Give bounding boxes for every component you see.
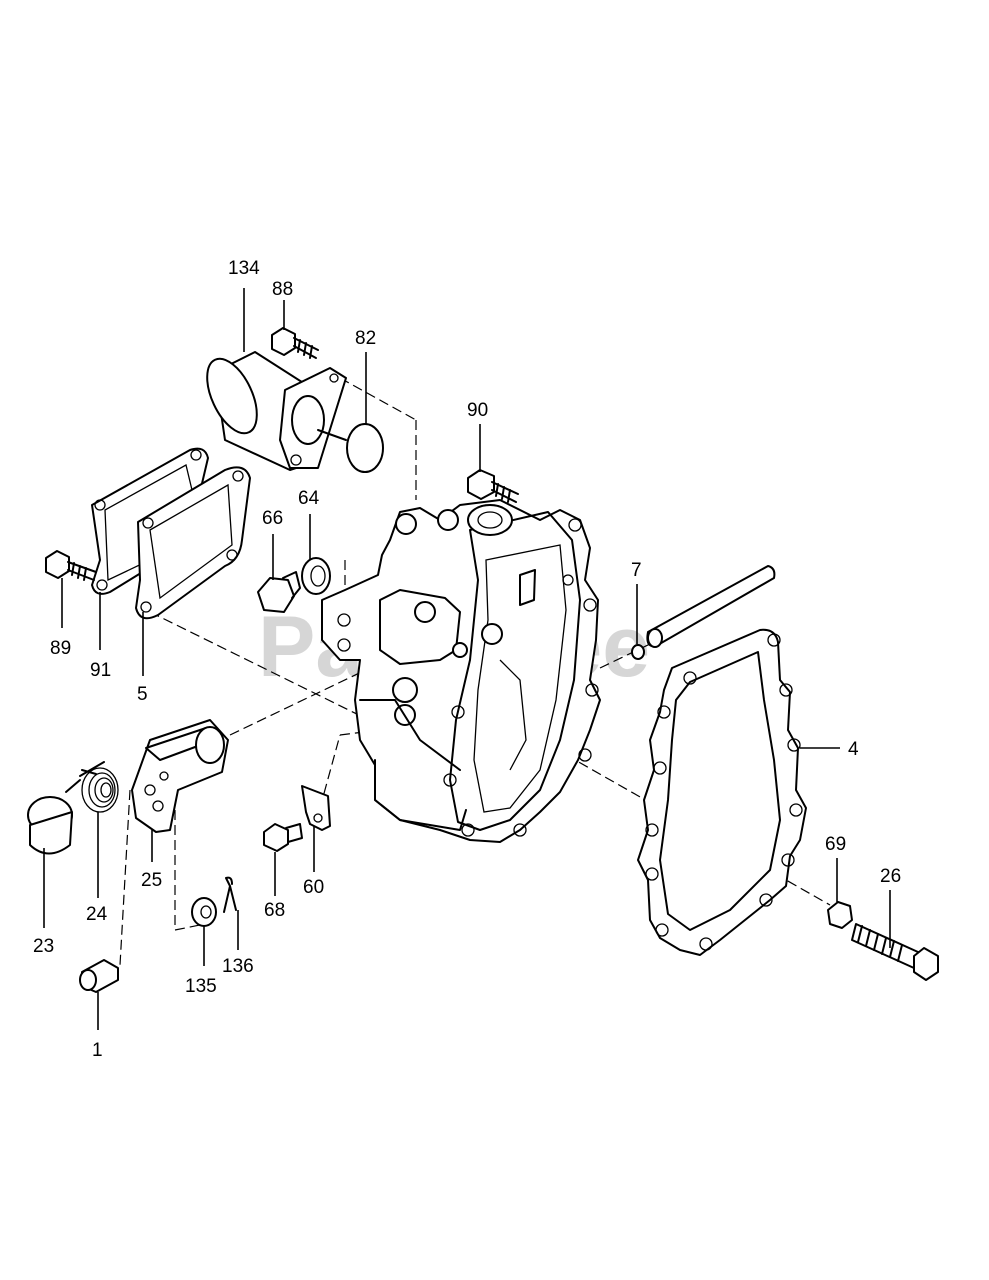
label-64: 64 xyxy=(298,488,320,509)
bolt-89[interactable] xyxy=(45,550,97,581)
label-4: 4 xyxy=(848,739,859,760)
label-136: 136 xyxy=(222,956,254,977)
label-90: 90 xyxy=(467,400,488,421)
label-69: 69 xyxy=(825,834,846,855)
lever-25[interactable] xyxy=(131,719,229,833)
plug-66[interactable] xyxy=(257,571,301,613)
gasket-4[interactable] xyxy=(637,628,807,956)
cap-23[interactable] xyxy=(27,796,73,855)
label-135: 135 xyxy=(185,976,217,997)
label-23: 23 xyxy=(33,936,54,957)
shaft-7[interactable] xyxy=(631,565,776,660)
leader-lines xyxy=(43,288,891,1030)
solenoid-134[interactable] xyxy=(197,351,347,471)
o-ring-82[interactable] xyxy=(346,423,384,473)
main-housing[interactable] xyxy=(321,499,601,843)
label-1: 1 xyxy=(92,1040,103,1061)
label-82: 82 xyxy=(355,328,376,349)
spring-24[interactable] xyxy=(65,761,119,813)
label-68: 68 xyxy=(264,900,285,921)
label-7: 7 xyxy=(631,560,642,581)
pin-1[interactable] xyxy=(79,959,119,993)
plate-60[interactable] xyxy=(301,785,331,831)
label-60: 60 xyxy=(303,877,324,898)
cotter-pin-136[interactable] xyxy=(223,876,237,913)
part-labels: 134 88 82 90 64 66 7 89 91 5 4 69 26 68 … xyxy=(33,258,901,1061)
label-26: 26 xyxy=(880,866,901,887)
label-134: 134 xyxy=(228,258,260,279)
label-88: 88 xyxy=(272,279,293,300)
gasket-5[interactable] xyxy=(135,466,251,620)
label-66: 66 xyxy=(262,508,283,529)
washer-64[interactable] xyxy=(301,557,331,595)
label-24: 24 xyxy=(86,904,108,925)
bolt-90[interactable] xyxy=(467,469,519,503)
label-91: 91 xyxy=(90,660,111,681)
label-5: 5 xyxy=(137,684,148,705)
nut-69[interactable] xyxy=(827,901,853,929)
label-89: 89 xyxy=(50,638,71,659)
bolt-68[interactable] xyxy=(263,823,303,852)
washer-135[interactable] xyxy=(191,897,217,927)
bolt-26[interactable] xyxy=(851,923,939,981)
bolt-88[interactable] xyxy=(271,327,319,359)
label-25: 25 xyxy=(141,870,162,891)
